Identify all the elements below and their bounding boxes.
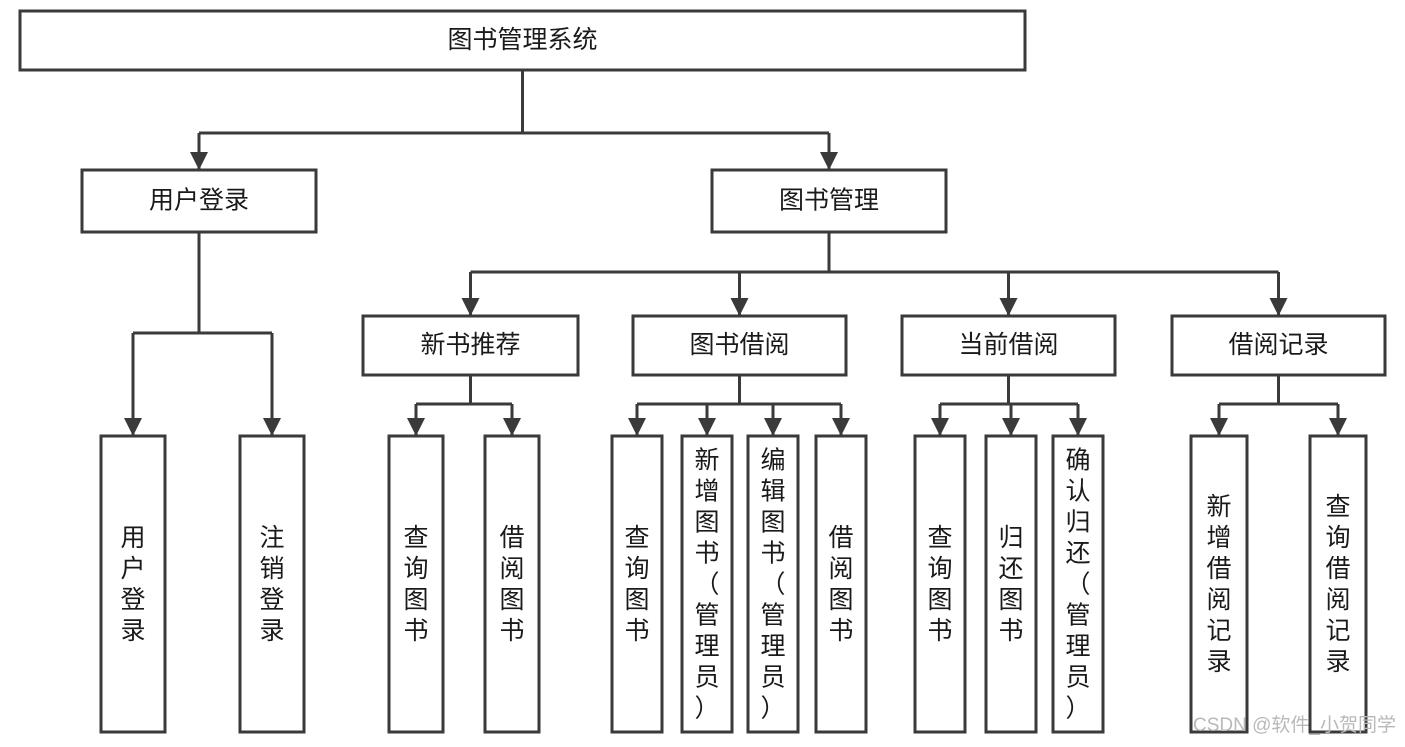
node-leaf-user-login[interactable]: 用户登录 <box>99 434 167 734</box>
arrow-head-icon <box>832 418 850 436</box>
node-label-book-management: 图书管理 <box>779 187 879 215</box>
arrow-head-icon <box>931 418 949 436</box>
node-user-login[interactable]: 用户登录 <box>80 168 318 234</box>
node-label-leaf-borrow-book-recommend: 借阅图书 <box>499 524 524 645</box>
node-label-leaf-borrow-book: 借阅图书 <box>828 524 853 645</box>
node-label-leaf-edit-book-admin: 编辑图书（管理员） <box>760 447 785 723</box>
node-label-book-borrow: 图书借阅 <box>689 331 789 359</box>
node-current-borrow[interactable]: 当前借阅 <box>900 314 1117 377</box>
node-leaf-confirm-return-admin[interactable]: 确认归还（管理员） <box>1051 434 1105 734</box>
node-box-leaf-query-borrow-record <box>1308 434 1368 734</box>
node-leaf-borrow-book[interactable]: 借阅图书 <box>814 434 868 734</box>
arrow-head-icon <box>263 418 281 436</box>
node-book-management[interactable]: 图书管理 <box>710 168 948 234</box>
arrow-head-icon <box>1269 298 1288 316</box>
node-leaf-return-book[interactable]: 归还图书 <box>984 434 1038 734</box>
node-box-leaf-borrow-book <box>814 434 868 734</box>
node-leaf-add-book-admin[interactable]: 新增图书（管理员） <box>680 434 734 734</box>
node-box-leaf-edit-book-admin <box>746 434 800 734</box>
arrow-head-icon <box>820 152 838 170</box>
node-label-leaf-query-borrow-record: 查询借阅记录 <box>1325 493 1350 676</box>
node-label-leaf-query-book-current: 查询图书 <box>927 524 952 645</box>
node-label-leaf-add-book-admin: 新增图书（管理员） <box>694 447 719 723</box>
node-leaf-edit-book-admin[interactable]: 编辑图书（管理员） <box>746 434 800 734</box>
node-leaf-query-book-current[interactable]: 查询图书 <box>913 434 967 734</box>
node-label-leaf-return-book: 归还图书 <box>998 524 1023 645</box>
node-box-leaf-query-book-recommend <box>387 434 445 734</box>
node-box-leaf-return-book <box>984 434 1038 734</box>
arrow-head-icon <box>730 298 749 316</box>
node-box-borrow-record <box>1170 314 1387 377</box>
arrow-head-icon <box>190 152 208 170</box>
node-label-leaf-add-borrow-record: 新增借阅记录 <box>1206 493 1231 676</box>
nodes-layer: 图书管理系统用户登录图书管理新书推荐图书借阅当前借阅借阅记录用户登录注销登录查询… <box>18 9 1387 734</box>
node-box-leaf-query-book-borrow <box>610 434 664 734</box>
arrow-head-icon <box>1210 418 1228 436</box>
node-book-borrow[interactable]: 图书借阅 <box>631 314 848 377</box>
node-leaf-borrow-book-recommend[interactable]: 借阅图书 <box>483 434 541 734</box>
arrow-head-icon <box>698 418 716 436</box>
node-box-leaf-borrow-book-recommend <box>483 434 541 734</box>
node-leaf-query-book-borrow[interactable]: 查询图书 <box>610 434 664 734</box>
arrow-head-icon <box>764 418 782 436</box>
node-box-book-management <box>710 168 948 234</box>
node-label-leaf-confirm-return-admin: 确认归还（管理员） <box>1065 447 1090 723</box>
node-label-user-login: 用户登录 <box>149 187 249 215</box>
node-label-borrow-record: 借阅记录 <box>1228 331 1328 359</box>
connectors-layer <box>124 70 1347 436</box>
node-root[interactable]: 图书管理系统 <box>18 9 1027 72</box>
node-label-leaf-logout: 注销登录 <box>259 524 284 645</box>
node-box-leaf-logout <box>238 434 306 734</box>
node-label-current-borrow: 当前借阅 <box>958 331 1058 359</box>
arrow-head-icon <box>999 298 1018 316</box>
node-box-new-book-recommend <box>361 314 580 377</box>
node-label-leaf-user-login: 用户登录 <box>120 524 145 645</box>
node-leaf-add-borrow-record[interactable]: 新增借阅记录 <box>1189 434 1249 734</box>
node-leaf-query-book-recommend[interactable]: 查询图书 <box>387 434 445 734</box>
watermark-text: CSDN @软件_小贺同学 <box>1193 714 1396 736</box>
arrow-head-icon <box>1069 418 1087 436</box>
node-box-current-borrow <box>900 314 1117 377</box>
node-leaf-query-borrow-record[interactable]: 查询借阅记录 <box>1308 434 1368 734</box>
node-label-new-book-recommend: 新书推荐 <box>420 331 520 359</box>
node-box-leaf-query-book-current <box>913 434 967 734</box>
arrow-head-icon <box>124 418 142 436</box>
arrow-head-icon <box>1002 418 1020 436</box>
arrow-head-icon <box>407 418 425 436</box>
node-box-book-borrow <box>631 314 848 377</box>
node-new-book-recommend[interactable]: 新书推荐 <box>361 314 580 377</box>
node-borrow-record[interactable]: 借阅记录 <box>1170 314 1387 377</box>
node-label-root: 图书管理系统 <box>447 26 597 54</box>
node-box-root <box>18 9 1027 72</box>
node-box-leaf-add-book-admin <box>680 434 734 734</box>
arrow-head-icon <box>1329 418 1347 436</box>
arrow-head-icon <box>461 298 480 316</box>
node-box-leaf-confirm-return-admin <box>1051 434 1105 734</box>
arrow-head-icon <box>628 418 646 436</box>
arrow-head-icon <box>503 418 521 436</box>
node-box-leaf-user-login <box>99 434 167 734</box>
node-box-user-login <box>80 168 318 234</box>
node-label-leaf-query-book-borrow: 查询图书 <box>624 524 649 645</box>
node-label-leaf-query-book-recommend: 查询图书 <box>403 524 428 645</box>
node-leaf-logout[interactable]: 注销登录 <box>238 434 306 734</box>
node-box-leaf-add-borrow-record <box>1189 434 1249 734</box>
